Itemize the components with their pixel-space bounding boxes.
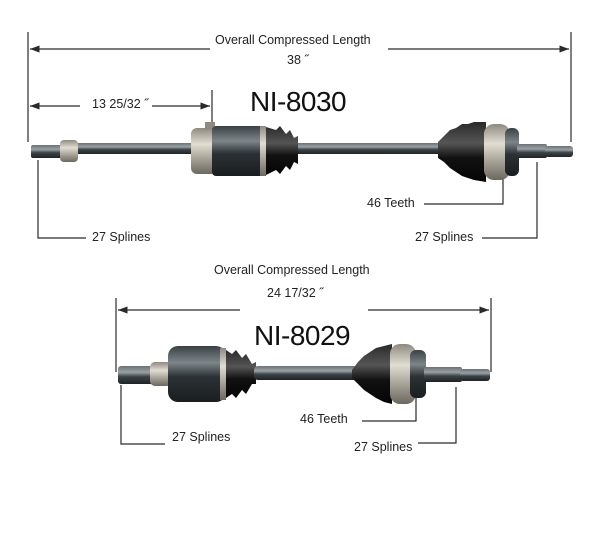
bottom-teeth-label: 46 Teeth bbox=[300, 412, 348, 426]
top-left-splines-label: 27 Splines bbox=[92, 230, 151, 244]
top-part-number: NI-8030 bbox=[250, 86, 347, 117]
bottom-axle-shaft bbox=[118, 344, 490, 404]
top-partial-length-value: 13 25/32 ˝ bbox=[92, 97, 149, 111]
top-overall-length-value: 38 ˝ bbox=[287, 53, 309, 67]
bottom-part-number: NI-8029 bbox=[254, 320, 351, 351]
bottom-right-splines-label: 27 Splines bbox=[354, 440, 413, 454]
top-teeth-label: 46 Teeth bbox=[367, 196, 415, 210]
top-overall-length-label: Overall Compressed Length bbox=[215, 33, 371, 47]
top-right-splines-label: 27 Splines bbox=[415, 230, 474, 244]
bottom-overall-length-label: Overall Compressed Length bbox=[214, 263, 370, 277]
bottom-left-splines-label: 27 Splines bbox=[172, 430, 231, 444]
top-dimension-lines bbox=[27, 32, 572, 239]
bottom-dimension-lines bbox=[115, 298, 492, 445]
top-axle-shaft bbox=[31, 122, 573, 182]
bottom-overall-length-value: 24 17/32 ˝ bbox=[267, 286, 324, 300]
